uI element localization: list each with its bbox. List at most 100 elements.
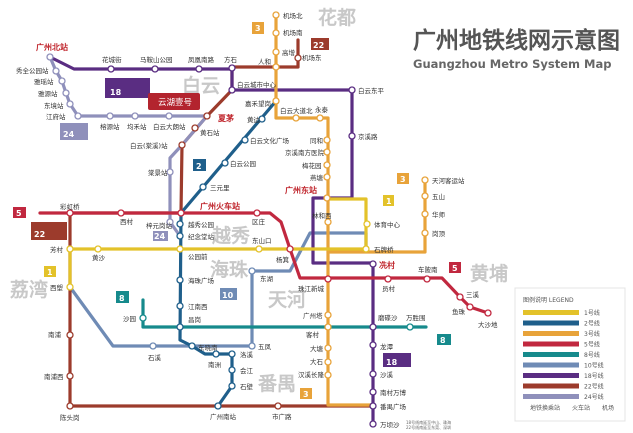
station-marker[interactable] [323, 161, 331, 169]
station-label[interactable]: 南浦西 [44, 372, 64, 381]
station-marker[interactable] [178, 141, 186, 149]
station-marker[interactable] [324, 311, 332, 319]
station-marker[interactable] [66, 283, 74, 291]
station-marker[interactable] [369, 323, 377, 331]
station-label[interactable]: 鱼珠 [452, 307, 466, 316]
station-label[interactable]: 东山口 [252, 236, 272, 245]
station-marker[interactable] [191, 124, 199, 132]
station-marker[interactable] [272, 11, 280, 19]
station-label[interactable]: 沙溪 [380, 370, 394, 379]
station-label[interactable]: 纪念堂站 [188, 232, 215, 241]
station-label[interactable]: 花城街 [102, 55, 122, 64]
station-marker[interactable] [66, 209, 74, 217]
station-marker[interactable] [369, 260, 377, 268]
station-marker[interactable] [176, 302, 184, 310]
station-marker[interactable] [66, 402, 74, 410]
station-label[interactable]: 洛溪 [240, 350, 254, 359]
station-marker[interactable] [421, 210, 429, 218]
station-label[interactable]: 车陂南 [418, 265, 438, 274]
station-label[interactable]: 三溪 [466, 290, 480, 299]
station-label[interactable]: 同和 [310, 136, 323, 145]
station-label[interactable]: 方石 [224, 55, 238, 64]
station-label[interactable]: 梓元岗站 [146, 221, 173, 230]
station-marker[interactable] [406, 323, 414, 331]
station-label[interactable]: 南洲 [208, 360, 221, 369]
station-label[interactable]: 东湖 [260, 274, 274, 283]
station-label[interactable]: 白云大朗站 [153, 122, 186, 131]
station-marker[interactable] [228, 382, 236, 390]
station-marker[interactable] [214, 402, 222, 410]
station-marker[interactable] [324, 371, 332, 379]
station-marker[interactable] [323, 148, 331, 156]
station-label[interactable]: 珠江新城 [298, 284, 325, 293]
station-label[interactable]: 广州南站 [210, 412, 237, 421]
station-marker[interactable] [421, 192, 429, 200]
station-label[interactable]: 万胜围 [406, 313, 426, 322]
station-marker[interactable] [294, 54, 302, 62]
station-label[interactable]: 京溪路 [358, 132, 378, 141]
station-label[interactable]: 公园前 [188, 252, 208, 261]
station-marker[interactable] [272, 63, 280, 71]
station-marker[interactable] [369, 370, 377, 378]
station-marker[interactable] [384, 275, 392, 283]
station-label[interactable]: 华师 [432, 210, 446, 219]
station-marker[interactable] [195, 65, 203, 73]
station-label[interactable]: 白云(棠溪)站 [130, 141, 168, 150]
station-label[interactable]: 五凤 [258, 343, 272, 351]
station-marker[interactable] [66, 372, 74, 380]
station-marker[interactable] [66, 331, 74, 339]
station-label[interactable]: 均禾站 [127, 122, 147, 131]
station-label[interactable]: 梅花园 [302, 161, 322, 170]
station-marker[interactable] [149, 342, 157, 350]
station-marker[interactable] [272, 97, 280, 105]
station-label[interactable]: 凤凰南路 [188, 55, 215, 64]
station-marker[interactable] [248, 342, 256, 350]
station-marker[interactable] [369, 420, 377, 428]
station-label[interactable]: 永泰 [315, 105, 329, 114]
station-label[interactable]: 汉溪长隆 [298, 370, 325, 379]
station-marker[interactable] [274, 402, 282, 410]
station-marker[interactable] [241, 136, 249, 144]
station-marker[interactable] [421, 229, 429, 237]
station-marker[interactable] [176, 232, 184, 240]
station-label[interactable]: 沙园 [123, 315, 136, 323]
station-marker[interactable] [117, 209, 125, 217]
station-label[interactable]: 机场北 [283, 11, 303, 20]
station-marker[interactable] [324, 275, 332, 283]
station-marker[interactable] [363, 220, 371, 228]
station-label[interactable]: 大沙地 [478, 320, 498, 329]
station-marker[interactable] [176, 245, 184, 253]
station-marker[interactable] [66, 100, 74, 108]
station-label[interactable]: 白云公园 [230, 159, 256, 168]
station-marker[interactable] [324, 358, 332, 366]
station-marker[interactable] [66, 245, 74, 253]
station-label[interactable]: 白云大道北 [280, 106, 313, 115]
station-marker[interactable] [255, 245, 263, 253]
station-label[interactable]: 白云文化广场 [250, 136, 290, 145]
station-label[interactable]: 南村万博 [380, 388, 407, 397]
station-label[interactable]: 白云城市中心 [237, 80, 277, 89]
station-marker[interactable] [369, 341, 377, 349]
station-marker[interactable] [456, 293, 464, 301]
station-marker[interactable] [272, 29, 280, 37]
station-marker[interactable] [203, 112, 211, 120]
station-marker[interactable] [248, 267, 256, 275]
station-marker[interactable] [221, 159, 229, 167]
station-label[interactable]: 三元里 [210, 184, 230, 192]
station-label[interactable]: 雅瑶站 [34, 77, 54, 86]
station-label[interactable]: 西塱 [50, 283, 64, 292]
station-marker[interactable] [58, 77, 66, 85]
station-label[interactable]: 黄沙 [92, 253, 106, 262]
station-marker[interactable] [324, 218, 332, 226]
station-marker[interactable] [177, 209, 185, 217]
station-label[interactable]: 京溪南方医院 [285, 148, 325, 157]
station-label[interactable]: 雅源站 [38, 89, 58, 98]
station-label[interactable]: 人和 [258, 57, 271, 66]
station-label[interactable]: 陈头岗 [60, 413, 80, 422]
station-label[interactable]: 员村 [382, 284, 396, 293]
station-marker[interactable] [131, 112, 139, 120]
station-label[interactable]: 广州塔 [303, 311, 323, 320]
station-label[interactable]: 马鞍山公园 [140, 55, 173, 64]
station-label[interactable]: 机场东 [302, 53, 322, 62]
station-label[interactable]: 昌岗 [188, 316, 201, 324]
